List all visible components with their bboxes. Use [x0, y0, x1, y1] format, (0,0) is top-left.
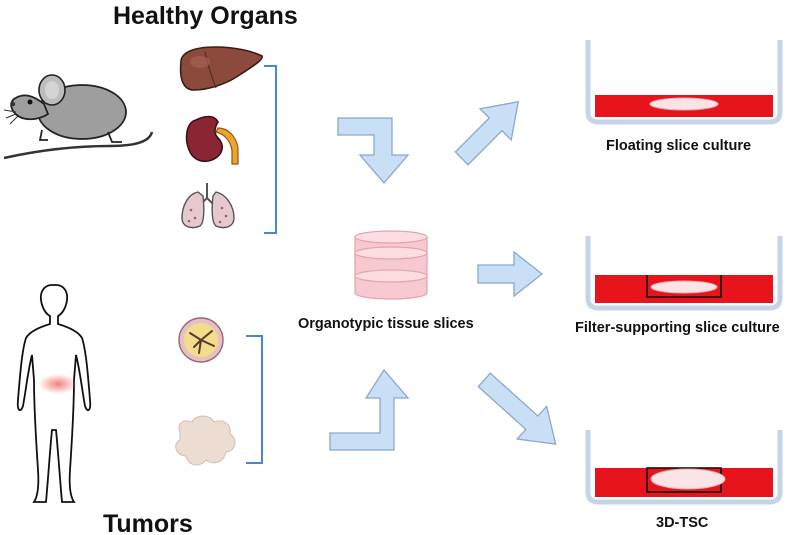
- tumor-section-icon: [178, 317, 224, 363]
- dish-3dtsc: [585, 430, 783, 505]
- liver-icon: [179, 46, 263, 91]
- filter-culture-label: Filter-supporting slice culture: [575, 320, 780, 336]
- human-body-icon: [16, 284, 92, 503]
- bent-arrow-down: [337, 117, 410, 184]
- floating-culture-label: Floating slice culture: [606, 138, 752, 154]
- 3dtsc-label: 3D-TSC: [656, 515, 709, 531]
- bracket-tumors: [246, 335, 263, 464]
- mouse-icon: [3, 74, 154, 160]
- healthy-organs-title: Healthy Organs: [113, 2, 298, 30]
- bracket-healthy: [264, 65, 277, 234]
- tissue-slices-stack: [354, 230, 428, 300]
- tumors-title: Tumors: [103, 510, 193, 535]
- arrow-to-filter: [477, 250, 544, 298]
- arrow-to-3dtsc: [477, 372, 557, 445]
- lungs-icon: [181, 183, 235, 229]
- tumor-fragment-icon: [175, 415, 236, 466]
- dish-floating: [585, 40, 783, 125]
- arrow-to-floating: [454, 100, 520, 166]
- bent-arrow-up: [329, 368, 410, 451]
- dish-filter: [585, 236, 783, 311]
- tissue-slices-label: Organotypic tissue slices: [298, 316, 474, 332]
- kidney-icon: [185, 115, 239, 165]
